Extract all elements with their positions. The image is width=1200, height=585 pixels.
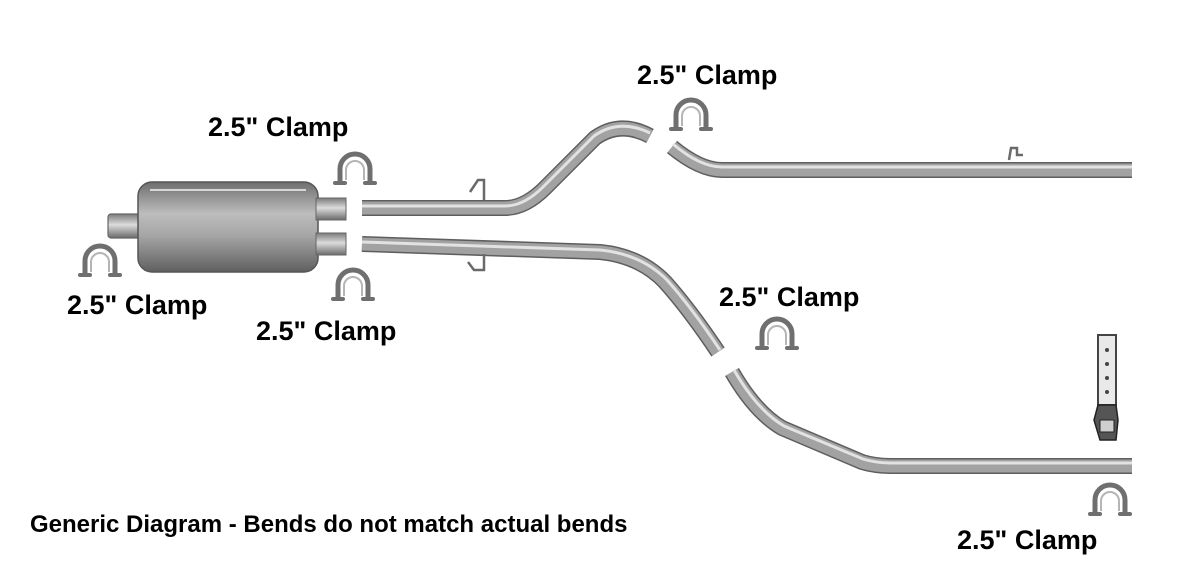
clamp-label-upper-pipe: 2.5" Clamp (637, 60, 778, 90)
upper-pipe-section-2 (666, 140, 1132, 178)
clamp-label-muffler-bottom: 2.5" Clamp (256, 316, 397, 346)
lower-pipe-section-2 (725, 367, 1132, 474)
clamp-label-lower-pipe: 2.5" Clamp (719, 282, 860, 312)
tail-pipe-bracket (1093, 334, 1119, 441)
muffler-outlet-stubs (315, 197, 347, 256)
lower-pipe-section-1 (361, 236, 725, 357)
clamp-icon-muffler-bottom (333, 270, 373, 299)
muffler (137, 181, 319, 273)
clamp-icon-upper-pipe (671, 100, 711, 129)
upper-pipe-section-1 (362, 120, 654, 216)
clamp-icon-muffler-top (335, 154, 375, 183)
pipe-hanger-lower (467, 254, 486, 272)
pipe-hanger-upper (468, 178, 486, 200)
diagram-note: Generic Diagram - Bends do not match act… (30, 511, 628, 538)
clamp-icon-inlet (80, 246, 120, 275)
clamp-label-muffler-top: 2.5" Clamp (208, 112, 349, 142)
clamp-icon-lower-pipe (757, 319, 797, 348)
clamp-label-tail: 2.5" Clamp (957, 525, 1098, 555)
clamp-icon-tail (1090, 485, 1130, 514)
clamp-label-inlet: 2.5" Clamp (67, 290, 208, 320)
